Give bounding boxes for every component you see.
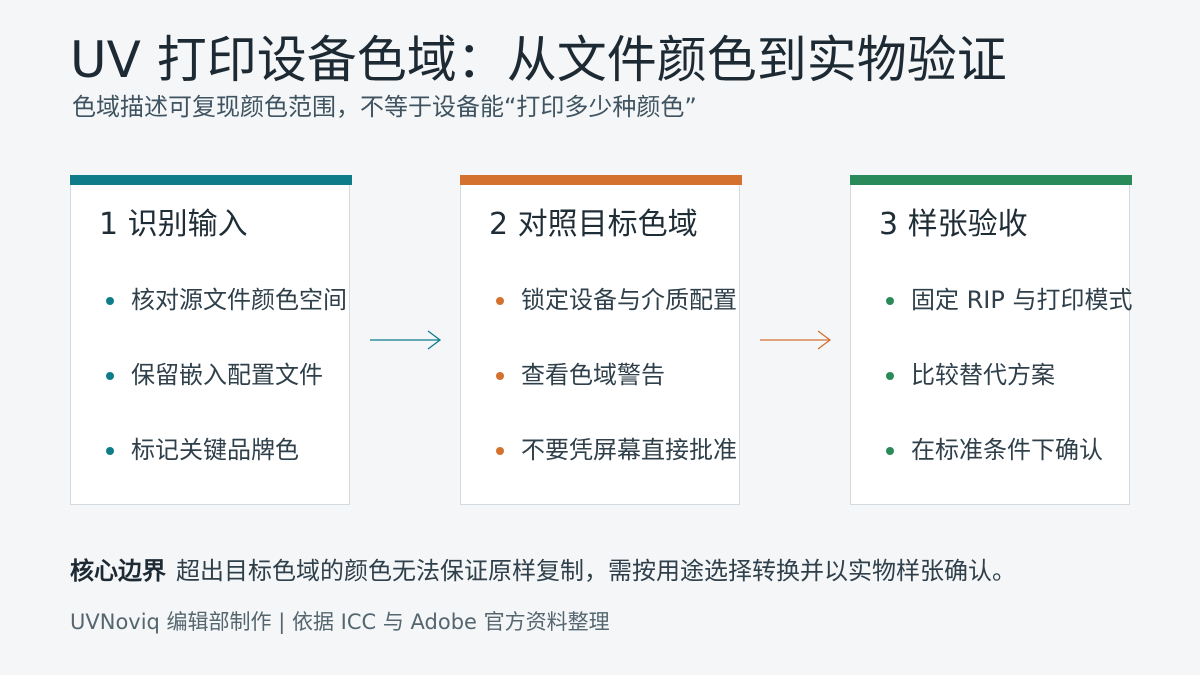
core-boundary-label: 核心边界 bbox=[70, 557, 166, 585]
bullet-icon bbox=[496, 447, 504, 455]
bullet-icon bbox=[106, 372, 114, 380]
step-card-2-title: 2 对照目标色域 bbox=[489, 207, 698, 242]
bullet-icon bbox=[106, 447, 114, 455]
core-boundary-note: 核心边界超出目标色域的颜色无法保证原样复制，需按用途选择转换并以实物样张确认。 bbox=[70, 555, 1016, 587]
bullet-icon bbox=[886, 297, 894, 305]
arrow-right-icon bbox=[370, 330, 442, 350]
step-card-1: 1 识别输入 核对源文件颜色空间 保留嵌入配置文件 标记关键品牌色 bbox=[70, 175, 352, 505]
step-card-3-item-2: 比较替代方案 bbox=[911, 361, 1055, 389]
step-card-2-item-2: 查看色域警告 bbox=[521, 361, 665, 389]
step-card-2-item-1: 锁定设备与介质配置 bbox=[521, 286, 737, 314]
bullet-icon bbox=[496, 372, 504, 380]
step-card-2-accent-bar bbox=[460, 175, 742, 185]
core-boundary-text: 超出目标色域的颜色无法保证原样复制，需按用途选择转换并以实物样张确认。 bbox=[176, 557, 1016, 585]
step-card-1-accent-bar bbox=[70, 175, 352, 185]
step-card-1-item-1: 核对源文件颜色空间 bbox=[131, 286, 347, 314]
step-card-3-title: 3 样张验收 bbox=[879, 207, 1028, 242]
step-card-2: 2 对照目标色域 锁定设备与介质配置 查看色域警告 不要凭屏幕直接批准 bbox=[460, 175, 742, 505]
page-title: UV 打印设备色域：从文件颜色到实物验证 bbox=[70, 31, 1007, 89]
step-card-3-accent-bar bbox=[850, 175, 1132, 185]
footer-credit: UVNoviq 编辑部制作 | 依据 ICC 与 Adobe 官方资料整理 bbox=[70, 610, 610, 634]
step-card-3: 3 样张验收 固定 RIP 与打印模式 比较替代方案 在标准条件下确认 bbox=[850, 175, 1133, 505]
bullet-icon bbox=[496, 297, 504, 305]
page-subtitle: 色域描述可复现颜色范围，不等于设备能“打印多少种颜色” bbox=[72, 93, 697, 121]
step-card-1-item-3: 标记关键品牌色 bbox=[131, 436, 299, 464]
bullet-icon bbox=[886, 447, 894, 455]
step-card-3-item-1: 固定 RIP 与打印模式 bbox=[911, 286, 1133, 314]
arrow-right-icon bbox=[760, 330, 832, 350]
bullet-icon bbox=[886, 372, 894, 380]
step-card-2-item-3: 不要凭屏幕直接批准 bbox=[521, 436, 737, 464]
step-card-1-title: 1 识别输入 bbox=[99, 207, 248, 242]
step-card-3-item-3: 在标准条件下确认 bbox=[911, 436, 1103, 464]
step-card-1-item-2: 保留嵌入配置文件 bbox=[131, 361, 323, 389]
bullet-icon bbox=[106, 297, 114, 305]
